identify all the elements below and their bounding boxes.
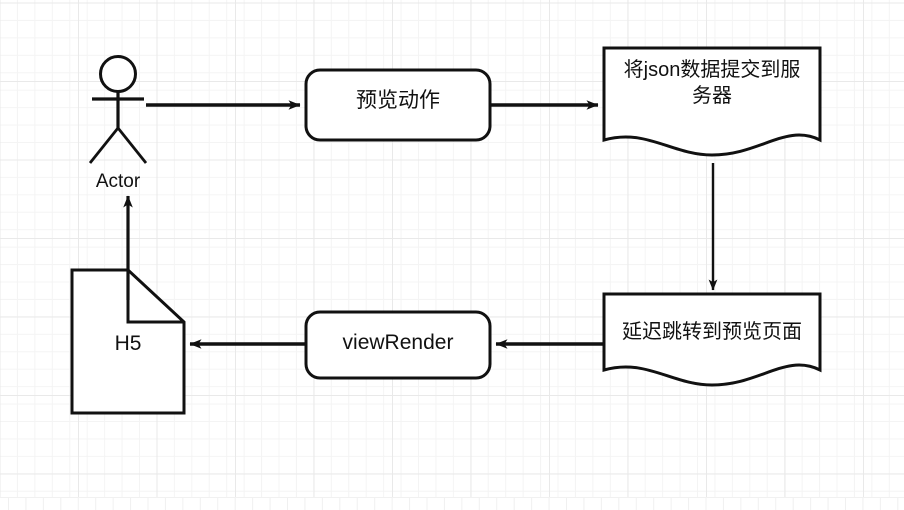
node-submit-json[interactable] (602, 46, 822, 157)
actor-leg-left-icon (88, 127, 120, 164)
node-actor[interactable] (88, 55, 148, 164)
node-preview-action[interactable] (304, 68, 492, 142)
node-view-render[interactable] (304, 310, 492, 380)
actor-head-icon (99, 55, 137, 93)
node-delay-redirect[interactable] (602, 292, 822, 387)
actor-leg-right-icon (116, 127, 148, 164)
node-h5-page[interactable] (70, 268, 186, 415)
grid-background-bottom-strip (0, 497, 904, 510)
